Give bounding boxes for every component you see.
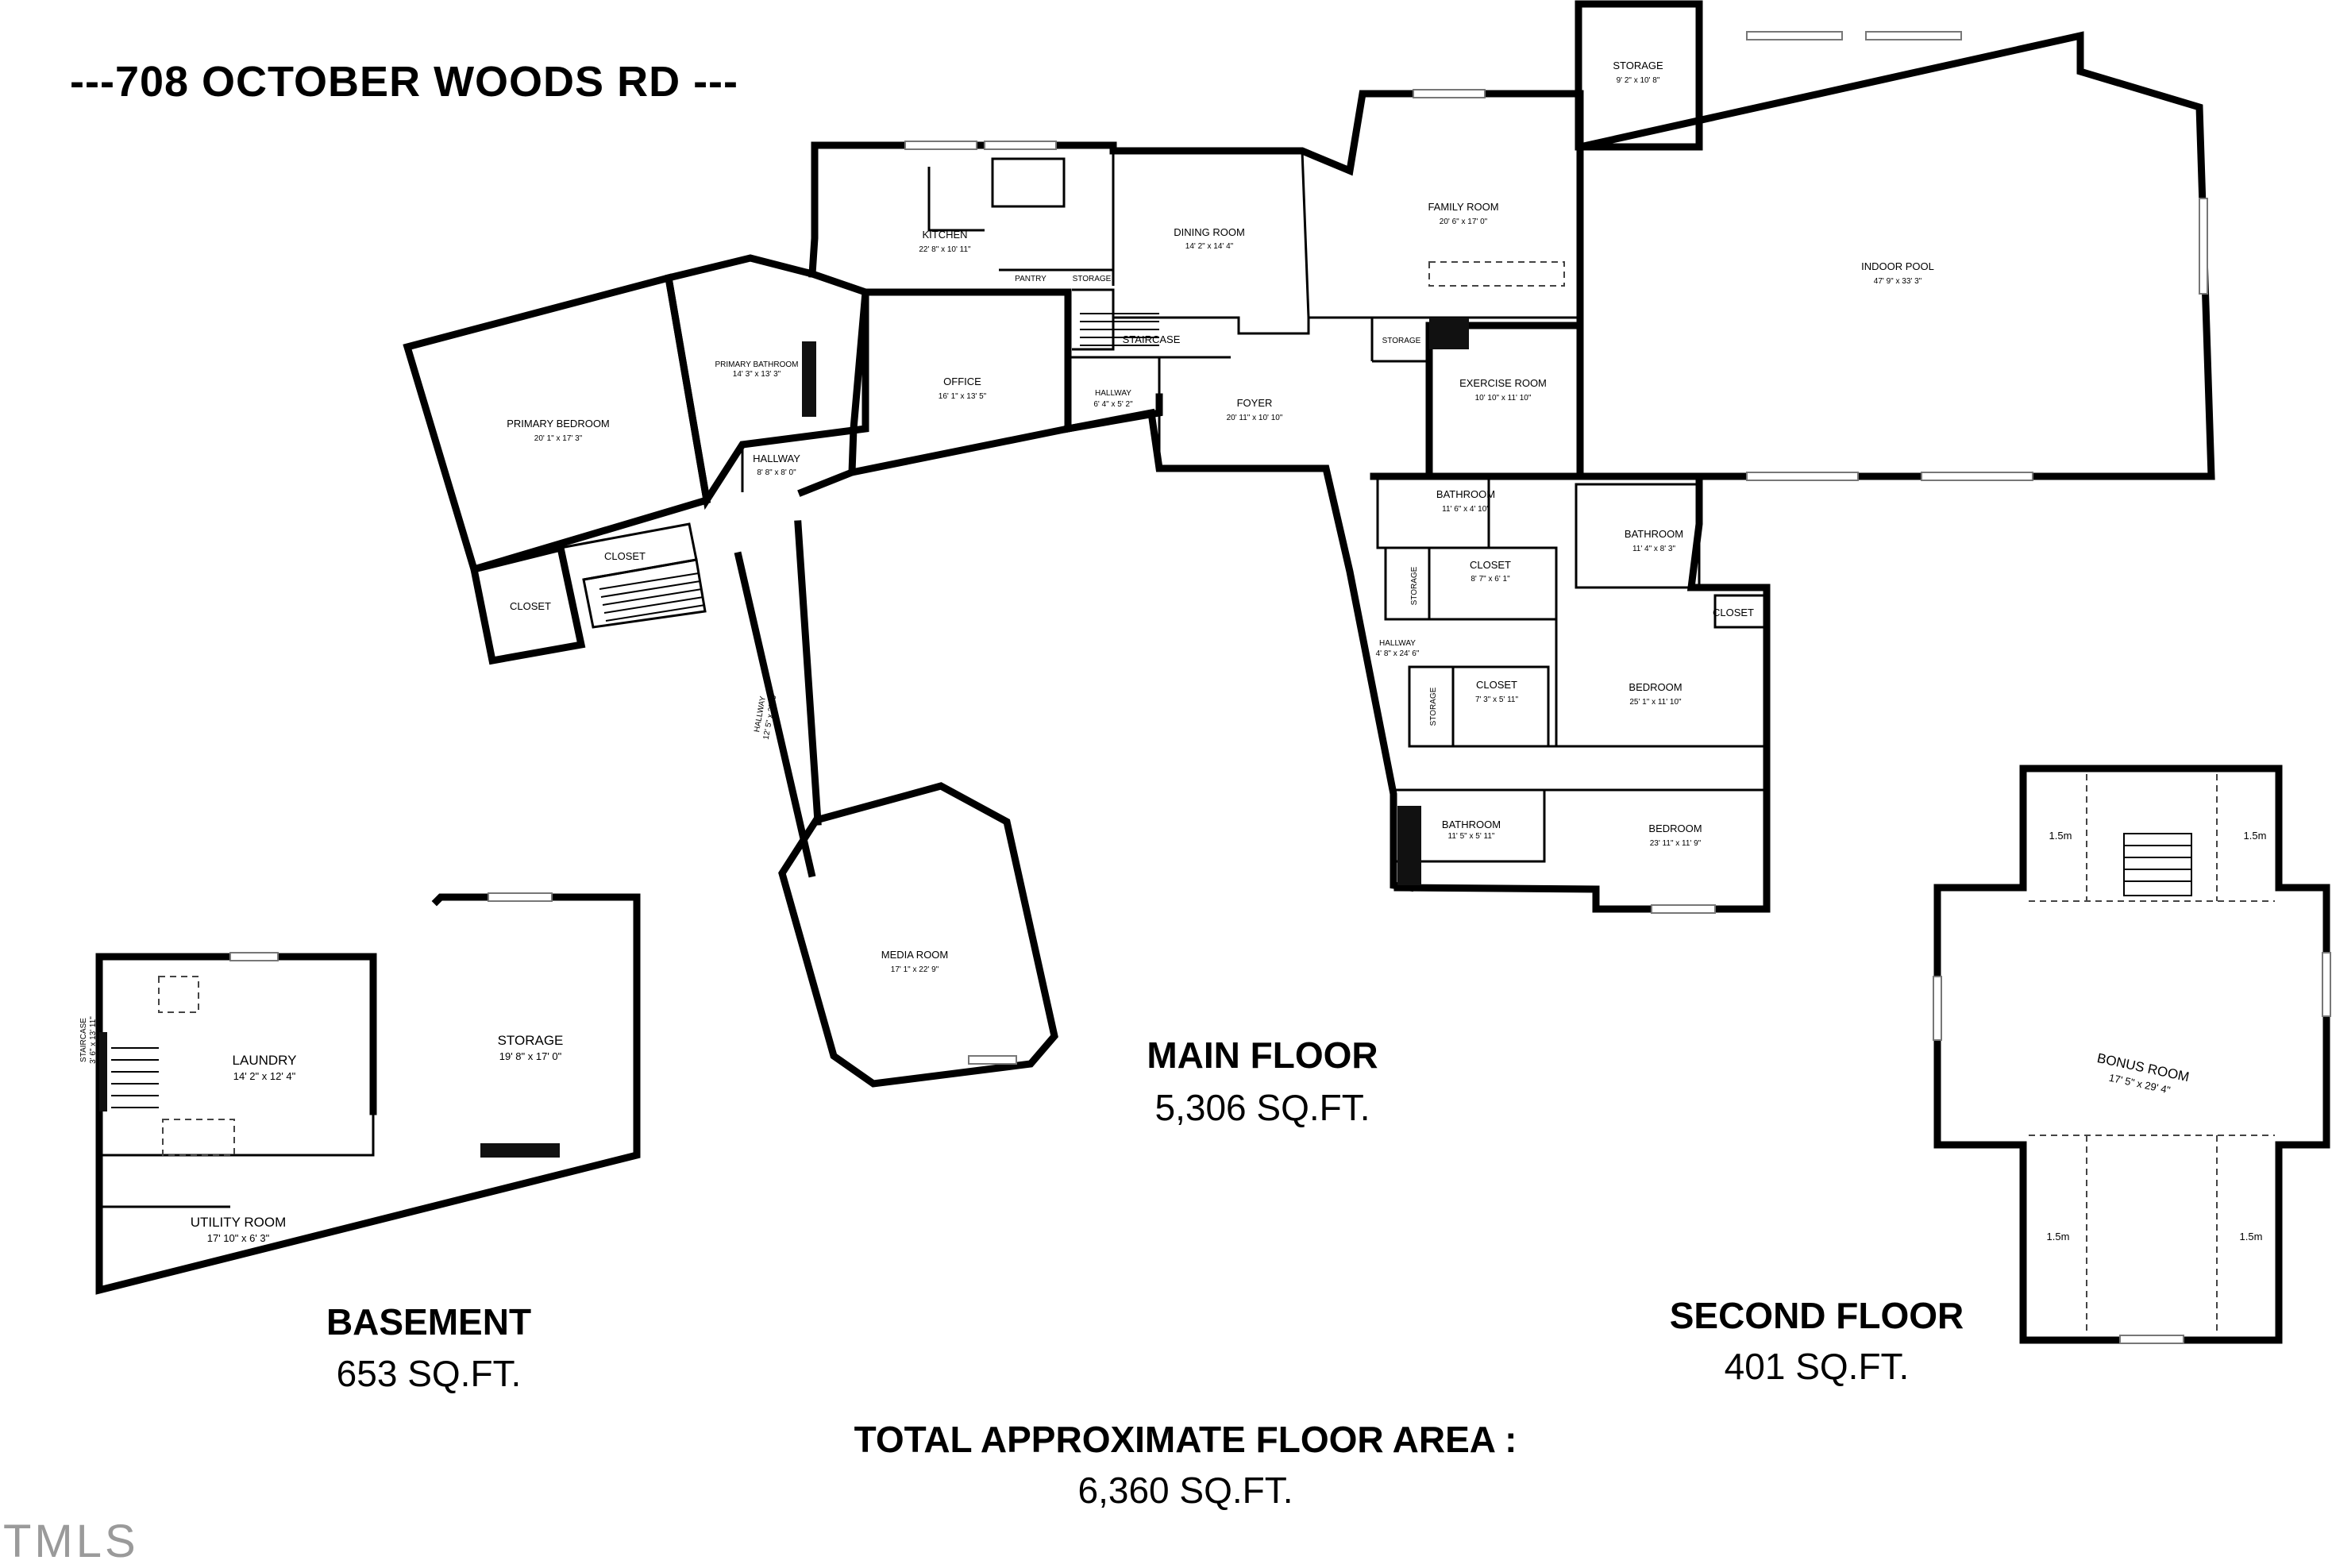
hallway-primary-label: HALLWAY [753,453,800,464]
kitchen-storage-label: STORAGE [1073,275,1112,283]
closet-2-dims: 7' 3" x 5' 11" [1475,695,1519,704]
storage-basement-dims: 19' 8" x 17' 0" [499,1050,562,1062]
main-floor-plan [403,0,2215,1088]
office-label: OFFICE [943,376,981,387]
kitchen-dims: 22' 8" x 10' 11" [919,245,971,254]
exercise-room-label: EXERCISE ROOM [1459,377,1547,389]
kitchen-label: KITCHEN [922,229,967,241]
exercise-room-dims: 10' 10" x 11' 10" [1475,394,1532,403]
hallway-primary-dims: 8' 8" x 8' 0" [757,468,796,477]
hallway-small-label: HALLWAY [1095,389,1131,398]
bonus-room-walls [1933,765,2330,1344]
office-walls [848,288,1072,477]
hallway-small-dims: 6' 4" x 5' 2" [1093,400,1133,409]
closet-right-label: CLOSET [1713,607,1754,618]
basement-label: BASEMENT [326,1301,532,1343]
indoor-pool-label: INDOOR POOL [1861,260,1934,272]
staircase-basement-label: STAIRCASE [79,1018,88,1062]
primary-bath-walls [664,254,869,510]
hallway-right-label: HALLWAY [1379,639,1416,648]
utility-room-dims: 17' 10" x 6' 3" [207,1232,270,1244]
second-floor-label: SECOND FLOOR [1669,1295,1964,1336]
bedroom-2-label: BEDROOM [1648,823,1702,834]
storage-top-dims: 9' 2" x 10' 8" [1617,76,1660,85]
foyer-walls [1063,408,1415,892]
indoor-pool-dims: 47' 9" x 33' 3" [1874,277,1922,286]
family-room-label: FAMILY ROOM [1428,201,1498,213]
bedroom-1-label: BEDROOM [1629,681,1682,693]
media-room-walls [778,782,1058,1088]
dining-room-label: DINING ROOM [1174,226,1245,238]
media-room-label: MEDIA ROOM [881,949,949,961]
height-mark-4: 1.5m [2240,1231,2263,1242]
right-wing-walls [1370,472,1771,913]
staircase-basement-dims: 3' 6" x 13' 11" [89,1016,98,1064]
room-labels: STORAGE 9' 2" x 10' 8" KITCHEN 22' 8" x … [79,60,2266,1244]
laundry-label: LAUNDRY [233,1053,297,1068]
closet-1-dims: 8' 7" x 6' 1" [1471,575,1510,584]
media-room-dims: 17' 1" x 22' 9" [891,965,939,974]
dining-room-dims: 14' 2" x 14' 4" [1185,242,1234,251]
main-floor-label: MAIN FLOOR [1147,1034,1378,1076]
address-title: ---708 OCTOBER WOODS RD --- [70,58,739,106]
pantry-label: PANTRY [1015,275,1047,283]
utility-room-label: UTILITY ROOM [191,1215,287,1230]
closet-1-label: CLOSET [1470,559,1511,571]
closet-2-label: CLOSET [1476,679,1517,691]
primary-bathroom-dims: 14' 3" x 13' 3" [733,370,781,379]
mls-logo: TMLS [3,1516,139,1567]
storage-top-label: STORAGE [1613,60,1663,71]
bedroom-1-dims: 25' 1" x 11' 10" [1629,698,1682,707]
storage-v2-label: STORAGE [1429,687,1438,726]
foyer-dims: 20' 11" x 10' 10" [1227,414,1283,422]
storage-basement-label: STORAGE [498,1033,564,1048]
primary-bedroom-dims: 20' 1" x 17' 3" [534,434,583,443]
closet-a-label: CLOSET [604,550,646,562]
office-dims: 16' 1" x 13' 5" [939,392,987,401]
basement-area: 653 SQ.FT. [336,1353,522,1394]
bathroom-1-label: BATHROOM [1436,488,1495,500]
total-area-label: TOTAL APPROXIMATE FLOOR AREA : [854,1419,1517,1460]
family-room-dims: 20' 6" x 17' 0" [1440,218,1488,226]
primary-bathroom-label: PRIMARY BATHROOM [715,360,798,369]
height-mark-2: 1.5m [2244,830,2267,842]
staircase-label: STAIRCASE [1123,333,1181,345]
laundry-dims: 14' 2" x 12' 4" [233,1070,296,1082]
height-mark-3: 1.5m [2047,1231,2070,1242]
storage-mid-label: STORAGE [1382,337,1421,345]
primary-bedroom-label: PRIMARY BEDROOM [507,418,610,430]
height-mark-1: 1.5m [2049,830,2072,842]
top-storage-walls [1575,0,1703,151]
bedroom-2-dims: 23' 11" x 11' 9" [1650,839,1702,848]
bathroom-2-label: BATHROOM [1625,528,1683,540]
hallway-right-dims: 4' 8" x 24' 6" [1376,649,1420,658]
storage-v1-label: STORAGE [1410,566,1419,605]
total-area-value: 6,360 SQ.FT. [1077,1470,1293,1511]
basement-plan [95,892,641,1295]
second-floor-plan [1933,765,2331,1344]
closet-b-label: CLOSET [510,600,551,612]
foyer-label: FOYER [1237,397,1273,409]
bathroom-2-dims: 11' 4" x 8' 3" [1632,545,1676,553]
bathroom-3-label: BATHROOM [1442,819,1501,830]
primary-closet-walls [469,543,586,665]
second-floor-area: 401 SQ.FT. [1724,1346,1910,1387]
bathroom-1-dims: 11' 6" x 4' 10" [1442,505,1490,514]
indoor-pool-walls [1576,31,2215,480]
bathroom-3-dims: 11' 5" x 5' 11" [1448,832,1495,841]
main-floor-area: 5,306 SQ.FT. [1154,1087,1370,1128]
